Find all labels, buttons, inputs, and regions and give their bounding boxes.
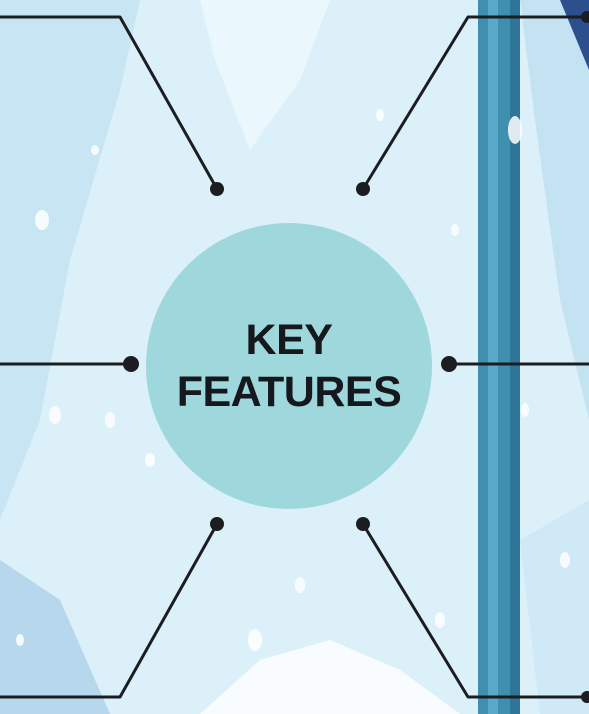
pole-highlight [488, 0, 498, 714]
connector-dot-middle-left [123, 356, 139, 372]
connector-dot-top-left [210, 182, 224, 196]
connector-dot-top-right [356, 182, 370, 196]
pole-shade [510, 0, 520, 714]
connector-dot-bottom-right [356, 517, 370, 531]
connector-dot-middle-right [441, 356, 457, 372]
connector-bottom-left [0, 522, 219, 699]
hub-title-line-1: KEY [245, 316, 333, 364]
snow-hill-bottom [200, 640, 460, 714]
ice-shape-left [0, 0, 140, 520]
snowflakes [16, 109, 570, 651]
hub-title-line-2: FEATURES [176, 368, 402, 416]
connector-bottom-right [361, 522, 589, 699]
connector-top-left [0, 15, 219, 191]
connector-top-right [361, 15, 589, 191]
key-features-hub: KEY FEATURES [146, 223, 432, 509]
ice-shape-bottom-left [0, 560, 110, 714]
ice-shape-bottom-right [520, 500, 589, 714]
ice-shape-top-center [200, 0, 330, 150]
ice-shape-right [520, 0, 589, 420]
connector-end-bottom-right [581, 691, 589, 703]
connector-end-top-right [581, 11, 589, 23]
connector-dot-bottom-left [210, 517, 224, 531]
